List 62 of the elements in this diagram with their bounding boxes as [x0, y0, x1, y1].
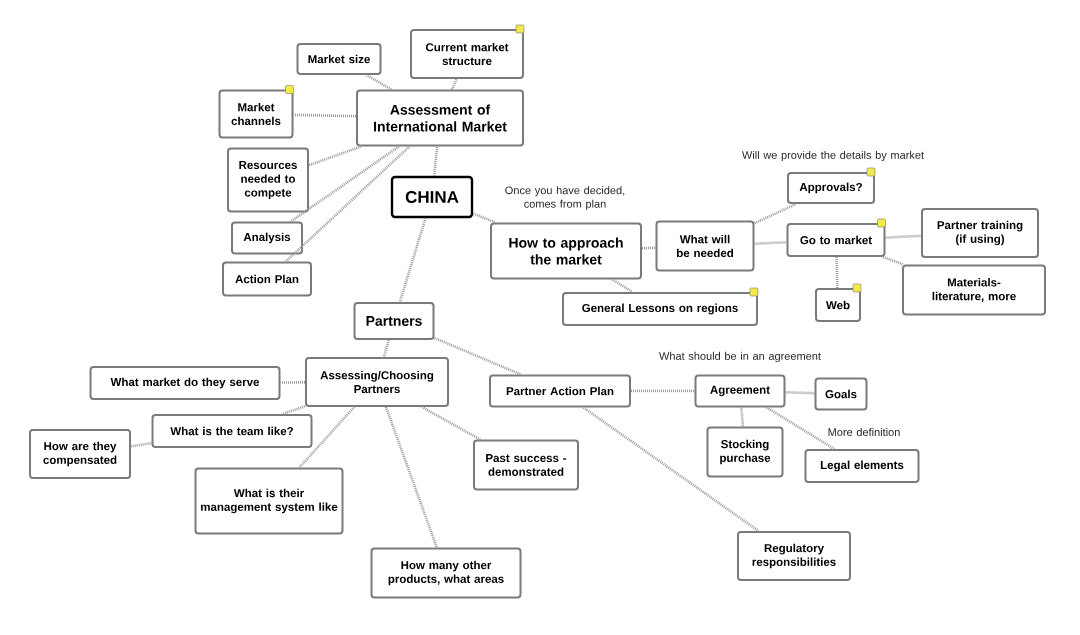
connector-line [293, 113, 357, 118]
connector-line [130, 441, 152, 448]
subtopic-box: Partner Action Plan [489, 374, 631, 408]
connector-line [308, 145, 362, 167]
subtopic-box: Market size [296, 43, 382, 75]
subtopic-box: Materials-literature, more [902, 264, 1046, 316]
connector-line [281, 405, 306, 416]
connector-line [298, 406, 356, 469]
subtopic-box: Web [815, 288, 861, 322]
subtopic-box: Assessing/Choosing Partners [305, 357, 449, 407]
subtopic-box: Agreement [694, 374, 786, 408]
connector-line [766, 406, 836, 451]
subtopic-box: Current market structure [410, 29, 524, 79]
subtopic-box: Resources needed to compete [227, 147, 309, 213]
connector-line [740, 407, 745, 427]
connector-line [753, 202, 797, 225]
subtopic-box: Analysis [231, 221, 303, 255]
connector-line [382, 339, 390, 358]
connector-line [432, 146, 439, 176]
connector-line [421, 405, 481, 441]
connector-line [472, 212, 496, 224]
subtopic-box: How are they compensated [29, 429, 131, 479]
subtopic-box: Go to market [786, 223, 886, 257]
connector-line [384, 406, 439, 548]
subtopic-box: What market do they serve [89, 366, 281, 400]
topic-box: Partners [353, 302, 435, 340]
subtopic-box: What will be needed [655, 220, 755, 272]
note-text: What should be in an agreement [659, 351, 821, 363]
connector-line [641, 246, 656, 250]
connector-line [785, 391, 815, 395]
central-topic-box: CHINA [390, 175, 474, 219]
connector-line [885, 234, 922, 239]
connector-line [611, 278, 634, 294]
subtopic-box: General Lessons on regions [562, 292, 758, 326]
subtopic-box: Stocking purchase [706, 426, 784, 478]
subtopic-box: Market channels [218, 89, 294, 139]
subtopic-box: What is the team like? [151, 414, 313, 448]
subtopic-box: Action Plan [222, 261, 312, 297]
connector-line [450, 78, 458, 90]
subtopic-box: Regulatory responsibilities [737, 531, 851, 581]
note-text: Will we provide the details by market [741, 150, 924, 162]
connector-line [284, 145, 411, 263]
connector-line [754, 240, 787, 246]
connector-line [631, 389, 695, 393]
note-text: More definition [828, 427, 900, 437]
connector-line [280, 381, 305, 384]
topic-box: How to approach the market [490, 222, 642, 280]
connector-line [398, 217, 427, 303]
subtopic-box: How many other products, what areas [370, 547, 522, 599]
connector-line [882, 255, 905, 266]
subtopic-box: Legal elements [804, 449, 920, 483]
subtopic-box: Partner training (if using) [921, 208, 1039, 258]
connector-line [835, 256, 839, 289]
subtopic-box: Goals [814, 377, 868, 411]
topic-box: Assessment of International Market [356, 89, 524, 147]
connector-line [290, 145, 400, 223]
note-text: Once you have decided, comes from plan [505, 186, 625, 210]
subtopic-box: Past success - demonstrated [473, 439, 579, 491]
subtopic-box: Approvals? [787, 172, 875, 204]
subtopic-box: What is their management system like [194, 467, 344, 535]
connector-line [582, 406, 760, 533]
connector-line [434, 336, 522, 376]
